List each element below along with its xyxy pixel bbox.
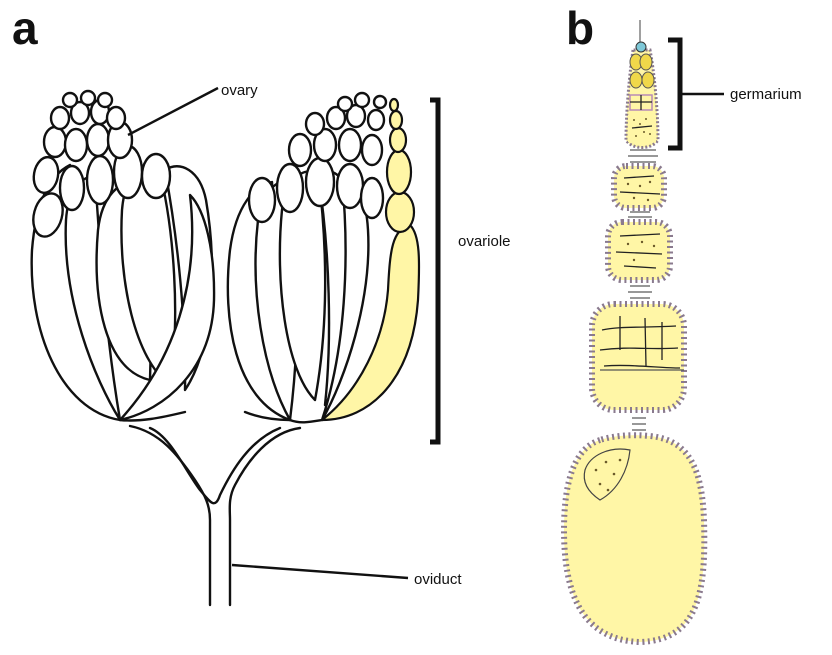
right-ovary <box>228 93 419 420</box>
panel-letter-b: b <box>566 2 594 54</box>
egg-chamber-1 <box>614 166 664 208</box>
germarium-bracket <box>668 40 680 148</box>
stalk-4 <box>632 418 646 430</box>
panel-a-reproductive-tract: ovary ovariole oviduct <box>29 82 511 605</box>
egg-chamber-4-mature <box>564 435 704 642</box>
panel-letter-a: a <box>12 2 38 54</box>
panel-b-ovariole: germarium <box>564 20 802 642</box>
oviduct-system <box>120 412 322 605</box>
ovary-label: ovary <box>221 82 258 99</box>
germarium <box>626 42 658 148</box>
oviduct-leader-line <box>232 565 408 578</box>
ovary-leader-line <box>128 88 218 135</box>
egg-chamber-2 <box>608 222 670 280</box>
ovariole-label: ovariole <box>458 233 511 250</box>
stalk-1 <box>628 150 658 162</box>
germarium-label: germarium <box>730 86 802 103</box>
ovariole-bracket <box>430 100 438 442</box>
left-ovary <box>29 91 214 420</box>
stalk-3 <box>628 286 652 298</box>
oviduct-label: oviduct <box>414 571 462 588</box>
egg-chamber-3 <box>592 304 684 410</box>
stalk-2 <box>628 212 652 217</box>
